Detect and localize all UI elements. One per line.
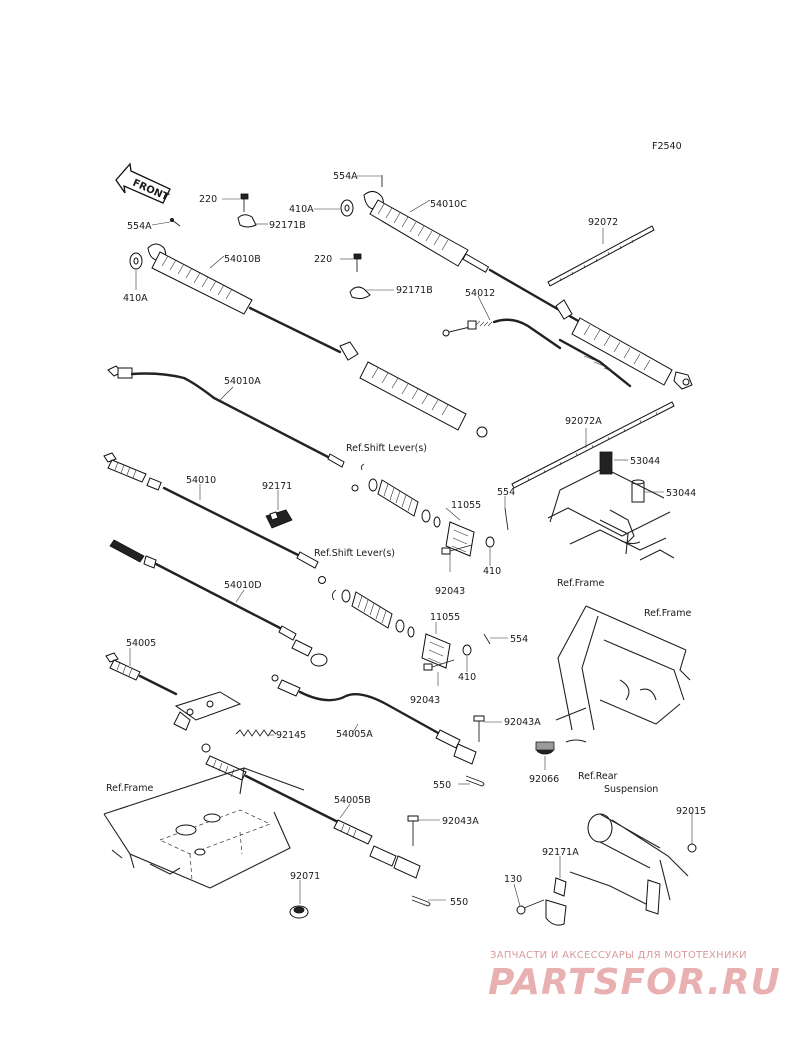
label-53044-a: 53044 [630,456,660,467]
spring-92145 [235,729,277,737]
cable-tie-92072 [547,225,655,287]
washer-410-upper [485,536,495,548]
label-54010d: 54010D [224,580,262,591]
label-92015: 92015 [676,806,706,817]
label-550-lower: 550 [450,897,468,908]
bolt-92043-lower [423,659,455,671]
label-410a-left: 410A [123,293,148,304]
label-54005a: 54005A [336,729,373,740]
label-ref-shift-lever-2: Ref.Shift Lever(s) [314,548,395,559]
label-ref-rear-suspension: Suspension [604,784,658,795]
washer-410a-top [340,199,354,217]
grommet-92071 [289,905,309,919]
label-11055-lower: 11055 [430,612,460,623]
label-92072a: 92072A [565,416,602,427]
bracket-92171a [545,877,567,926]
label-ref-frame-1: Ref.Frame [557,578,604,589]
nut-92015 [687,843,697,853]
bolt-220-top [237,193,257,228]
bolt-92043-upper [441,544,473,555]
label-92145: 92145 [276,730,306,741]
label-92171a: 92171A [542,847,579,858]
cotter-550-upper [465,775,485,787]
cable-54012 [442,318,562,350]
cable-54005 [105,652,242,731]
label-92066: 92066 [529,774,559,785]
label-ref-rear: Ref.Rear [578,771,618,782]
label-92043a-lower: 92043A [442,816,479,827]
label-410a-top: 410A [289,204,314,215]
label-54005b: 54005B [334,795,371,806]
washer-410-lower [462,644,472,656]
label-92171b-top: 92171B [269,220,306,231]
label-53044-b: 53044 [666,488,696,499]
label-130: 130 [504,874,522,885]
label-92071: 92071 [290,871,320,882]
shift-lever-set-1 [360,463,441,528]
front-arrow-icon: FRONT [115,162,171,204]
label-54005: 54005 [126,638,156,649]
rear-suspension-sketch [569,813,689,915]
leader-lines [129,175,693,907]
label-54010b: 54010B [224,254,261,265]
label-410-upper: 410 [483,566,501,577]
bolt-130 [516,899,545,915]
cable-54010 [103,452,326,584]
cable-54010c [363,175,693,390]
pin-554-lower [483,633,491,645]
cable-54010d [109,539,328,667]
clip-92171 [265,509,293,529]
label-54010a: 54010A [224,376,261,387]
pin-554a-left [169,217,181,227]
label-ref-frame-2: Ref.Frame [644,608,691,619]
frame-sketch-3 [103,767,305,889]
frame-sketch-2 [555,605,691,743]
label-92171b-mid: 92171B [396,285,433,296]
label-554a-left: 554A [127,221,152,232]
pin-92043a-lower [407,815,419,846]
frame-sketch-1 [547,467,675,561]
cap-92066 [535,741,555,755]
bracket-11055-lower [421,633,451,669]
cable-54010a [107,365,359,492]
cotter-550-lower [411,895,431,907]
figure-code: F2540 [652,141,682,152]
bracket-11055-upper [445,521,475,557]
label-410-lower: 410 [458,672,476,683]
label-92043-upper: 92043 [435,586,465,597]
part-labels: 554A 54010C 220 410A 92171B 554A 54010B … [106,171,706,908]
label-ref-shift-lever-1: Ref.Shift Lever(s) [346,443,427,454]
pin-554-upper [504,507,509,531]
label-ref-frame-3: Ref.Frame [106,783,153,794]
label-550-upper: 550 [433,780,451,791]
label-54010c: 54010C [430,199,467,210]
label-54010: 54010 [186,475,216,486]
bolt-220-mid [349,253,371,300]
label-220-top: 220 [199,194,217,205]
watermark-logo: PARTSFOR.RU [488,962,781,1003]
label-554a-top: 554A [333,171,358,182]
label-92072: 92072 [588,217,618,228]
label-554-upper: 554 [497,487,515,498]
label-92043-lower: 92043 [410,695,440,706]
label-92171: 92171 [262,481,292,492]
cable-54005a [271,674,477,765]
label-220-mid: 220 [314,254,332,265]
label-11055-upper: 11055 [451,500,481,511]
label-92043a-upper: 92043A [504,717,541,728]
pin-92043a-upper [473,715,485,742]
watermark-tagline: ЗАПЧАСТИ И АКСЕССУАРЫ ДЛЯ МОТОТЕХНИКИ [490,950,747,961]
cable-tie-92072a [511,401,675,489]
label-554-lower: 554 [510,634,528,645]
cable-54010b [147,243,488,438]
cable-54005b [201,743,421,879]
washer-410a-left [129,252,143,270]
shift-lever-set-2 [331,589,415,638]
label-54012: 54012 [465,288,495,299]
